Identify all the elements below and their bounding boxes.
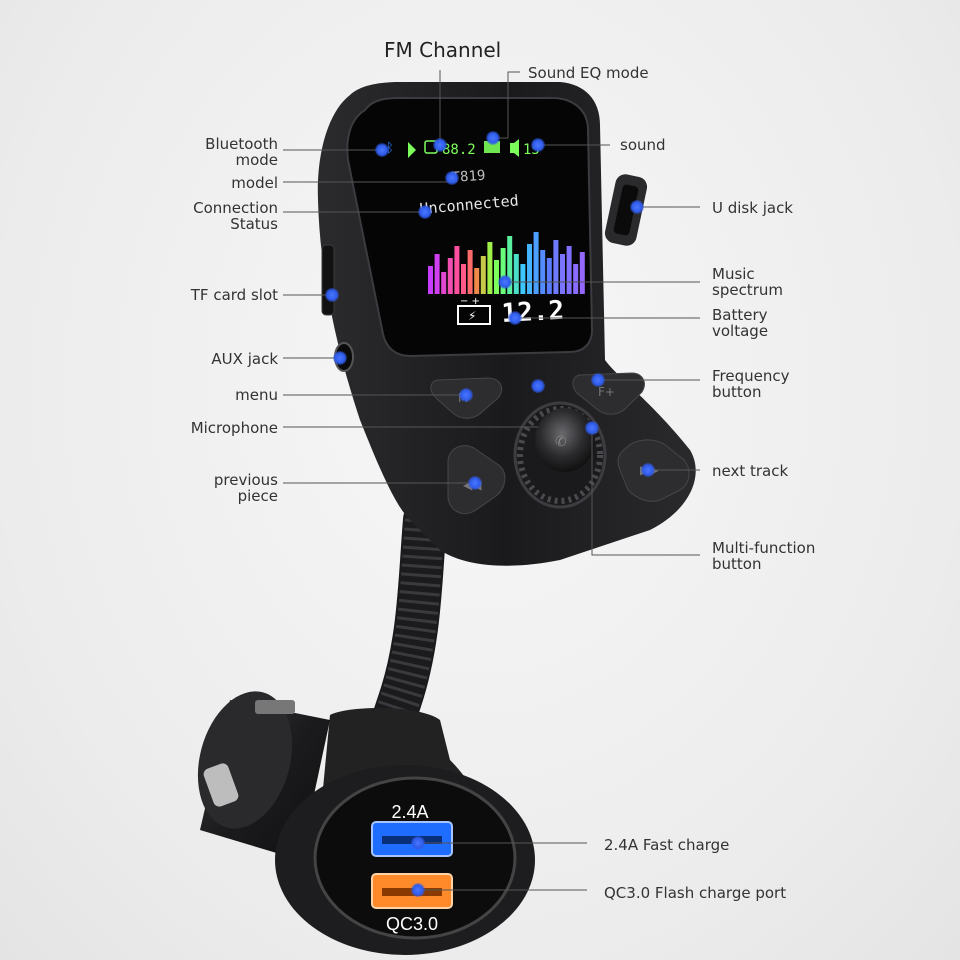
label-bluetooth-mode-1: Bluetooth <box>205 135 278 153</box>
label-music-spectrum-1: Music <box>712 265 755 283</box>
usb2-port-label: QC3.0 <box>386 914 438 934</box>
marker-u-disk <box>630 200 644 214</box>
marker-spectrum <box>498 275 512 289</box>
spectrum-bar <box>461 264 466 294</box>
marker-model <box>445 171 459 185</box>
spectrum-bar <box>487 242 493 294</box>
label-aux-jack: AUX jack <box>211 350 278 368</box>
label-battery-voltage-1: Battery <box>712 306 768 324</box>
label-bluetooth-mode-2: mode <box>235 151 278 169</box>
marker-menu <box>459 388 473 402</box>
play-icon <box>408 142 416 158</box>
marker-fast-charge <box>411 836 425 850</box>
spectrum-bar <box>507 236 513 294</box>
marker-bluetooth <box>375 143 389 157</box>
spectrum-bar <box>566 246 572 294</box>
marker-multi-function <box>585 421 599 435</box>
marker-sound <box>531 138 545 152</box>
frequency-icon: F+ <box>598 385 615 399</box>
spectrum-bar <box>474 268 480 294</box>
spectrum-bar <box>579 252 585 294</box>
spectrum-bar <box>520 264 526 294</box>
spectrum-bar <box>533 232 539 294</box>
label-connection-2: Status <box>230 215 278 233</box>
battery-icon: ⚡ − + <box>457 296 491 325</box>
music-spectrum-bars <box>428 232 585 294</box>
label-u-disk-jack: U disk jack <box>712 199 793 217</box>
label-multi-function-2: button <box>712 555 762 573</box>
label-microphone: Microphone <box>190 419 278 437</box>
label-qc-port: QC3.0 Flash charge port <box>604 884 787 902</box>
svg-text:⚡: ⚡ <box>468 309 476 323</box>
label-sound: sound <box>620 136 666 154</box>
label-frequency-1: Frequency <box>712 367 790 385</box>
spectrum-bar <box>480 256 486 294</box>
label-sound-eq-mode: Sound EQ mode <box>528 64 649 82</box>
svg-text:− +: − + <box>460 296 480 307</box>
marker-previous <box>468 476 482 490</box>
model-code: T819 <box>451 168 486 186</box>
usb-port-fast-charge <box>371 821 453 857</box>
marker-connection <box>418 205 432 219</box>
phone-icon: ✆ <box>555 434 567 450</box>
plug-tip-contact <box>203 763 239 807</box>
label-tf-card-slot: TF card slot <box>190 286 278 304</box>
label-multi-function-1: Multi-function <box>712 539 816 557</box>
fm-frequency-readout: 88.2 <box>442 142 476 158</box>
marker-fm-channel <box>433 138 447 152</box>
spectrum-bar <box>546 258 552 294</box>
spectrum-bar <box>467 250 473 294</box>
callout-lines <box>283 70 700 891</box>
marker-qc-port <box>411 883 425 897</box>
spectrum-bar <box>428 266 433 294</box>
frequency-button[interactable]: F+ <box>572 372 645 415</box>
car-charger-plug <box>197 691 535 955</box>
marker-sound-eq <box>486 131 500 145</box>
usb1-port-label: 2.4A <box>391 802 428 822</box>
marker-tf-card <box>325 288 339 302</box>
label-frequency-2: button <box>712 383 762 401</box>
battery-voltage-readout: 12.2 <box>501 296 565 329</box>
multi-function-knob[interactable]: ✆ <box>513 401 607 509</box>
spectrum-bar <box>447 258 453 294</box>
label-battery-voltage-2: voltage <box>712 322 769 340</box>
spectrum-bar <box>500 248 506 294</box>
marker-battery <box>508 311 522 325</box>
spectrum-bar <box>441 272 447 294</box>
label-fm-channel: FM Channel <box>384 38 502 62</box>
tf-card-slot <box>321 244 335 316</box>
spectrum-bar <box>454 246 460 294</box>
label-menu: menu <box>235 386 278 404</box>
spectrum-bar <box>573 264 579 294</box>
bluetooth-icon: ᛒ <box>386 141 394 156</box>
label-fast-charge: 2.4A Fast charge <box>604 836 730 854</box>
callout-markers <box>325 131 655 897</box>
speaker-icon <box>510 139 519 157</box>
plug-spring-contact <box>255 700 295 714</box>
marker-frequency <box>591 373 605 387</box>
label-previous-2: piece <box>237 487 278 505</box>
marker-microphone <box>531 379 545 393</box>
spectrum-bar <box>560 254 565 294</box>
label-next-track: next track <box>712 462 789 480</box>
marker-next <box>641 463 655 477</box>
label-previous-1: previous <box>213 471 278 489</box>
spectrum-bar <box>494 260 499 294</box>
label-model: model <box>231 174 278 192</box>
spectrum-bar <box>540 250 546 294</box>
spectrum-bar <box>527 244 532 294</box>
marker-aux <box>333 351 347 365</box>
spectrum-bar <box>434 254 440 294</box>
spectrum-bar <box>553 240 559 294</box>
spectrum-bar <box>513 254 519 294</box>
label-connection-1: Connection <box>193 199 278 217</box>
label-music-spectrum-2: spectrum <box>712 281 783 299</box>
